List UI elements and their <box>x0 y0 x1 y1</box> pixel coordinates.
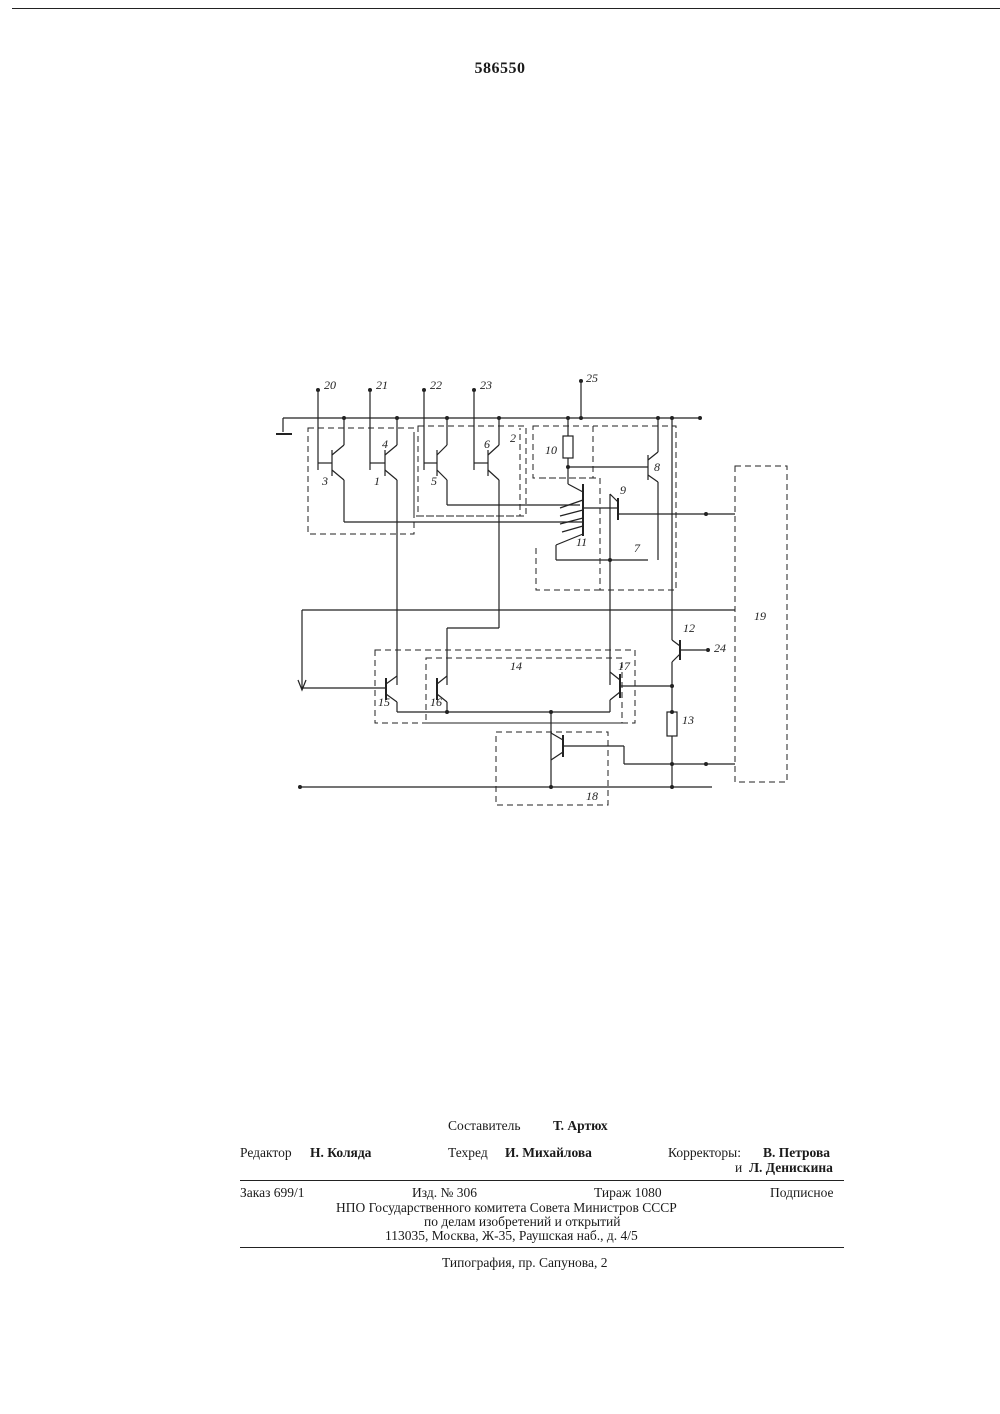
label-13: 13 <box>682 713 694 727</box>
label-17: 17 <box>618 659 631 673</box>
label-2: 2 <box>510 431 516 445</box>
correctors-label: Корректоры: <box>668 1145 741 1161</box>
corrector-2: Л. Денискина <box>749 1160 833 1176</box>
label-20: 20 <box>324 378 336 392</box>
label-25: 25 <box>586 371 598 385</box>
label-19: 19 <box>754 609 766 623</box>
label-11: 11 <box>576 535 587 549</box>
techred-label: Техред <box>448 1145 488 1161</box>
label-1: 1 <box>374 474 380 488</box>
label-5: 5 <box>431 474 437 488</box>
compiler-name: Т. Артюх <box>553 1118 608 1134</box>
label-9: 9 <box>620 483 626 497</box>
editor-name: Н. Коляда <box>310 1145 371 1161</box>
component-labels: 20 21 22 23 25 2 10 3 1 4 5 6 8 9 11 7 1… <box>321 371 766 803</box>
label-15: 15 <box>378 695 390 709</box>
label-3: 3 <box>321 474 328 488</box>
circulation: Тираж 1080 <box>594 1185 662 1201</box>
label-6: 6 <box>484 437 490 451</box>
techred-name: И. Михайлова <box>505 1145 592 1161</box>
label-16: 16 <box>430 695 442 709</box>
subscription: Подписное <box>770 1185 834 1201</box>
order-number: Заказ 699/1 <box>240 1185 305 1201</box>
corrector-1: В. Петрова <box>763 1145 830 1161</box>
label-23: 23 <box>480 378 492 392</box>
edition-number: Изд. № 306 <box>412 1185 477 1201</box>
printer: Типография, пр. Сапунова, 2 <box>442 1255 608 1271</box>
label-18: 18 <box>586 789 598 803</box>
label-4: 4 <box>382 437 388 451</box>
editor-label: Редактор <box>240 1145 292 1161</box>
divider-bottom <box>240 1247 844 1248</box>
divider-top <box>240 1180 844 1181</box>
label-21: 21 <box>376 378 388 392</box>
corrector-2-prefix: и <box>735 1160 742 1176</box>
label-12: 12 <box>683 621 695 635</box>
label-22: 22 <box>430 378 442 392</box>
compiler-label: Составитель <box>448 1118 521 1134</box>
publisher-line-3: 113035, Москва, Ж-35, Раушская наб., д. … <box>385 1228 638 1244</box>
label-8: 8 <box>654 460 660 474</box>
label-10: 10 <box>545 443 557 457</box>
label-7: 7 <box>634 541 641 555</box>
label-24: 24 <box>714 641 726 655</box>
label-14: 14 <box>510 659 522 673</box>
